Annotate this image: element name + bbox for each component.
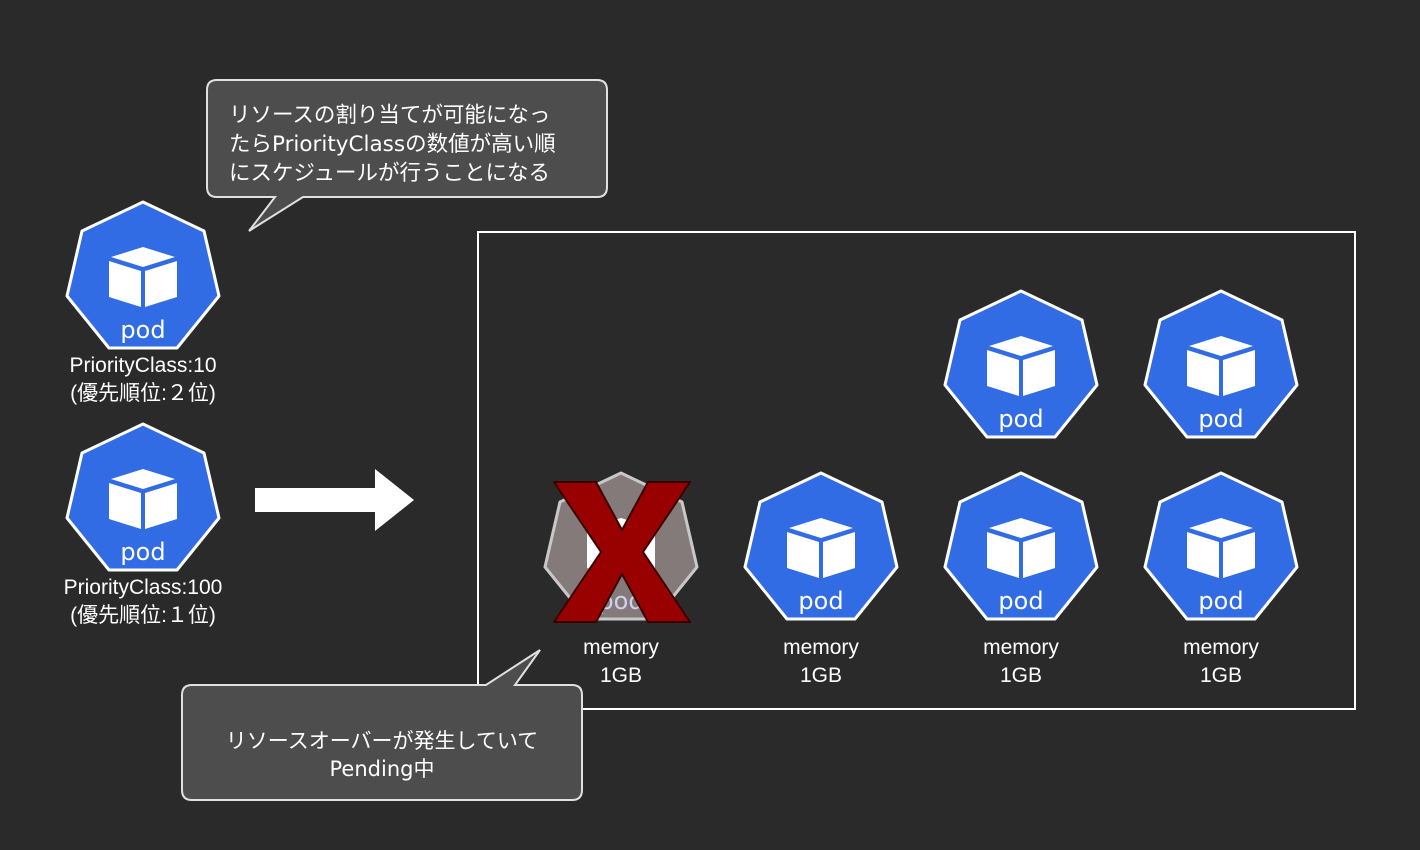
top-note-line-2: たらPriorityClassの数値が高い順: [229, 132, 556, 157]
cube-icon: [787, 518, 855, 578]
pending-speech-bubble: [181, 649, 583, 801]
kubernetes-pod-icon: pod: [65, 200, 221, 350]
pod-icon-label: pod: [1198, 405, 1243, 433]
pod-icon-label: pod: [798, 587, 843, 615]
top-note-line-1: リソースの割り当てが可能になっ: [229, 103, 551, 128]
node-pod-running-2: pod: [940, 470, 1102, 632]
memory-value: 1GB: [799, 664, 843, 687]
pending-note-line-2: Pending中: [329, 757, 435, 781]
cube-icon: [1187, 336, 1255, 396]
node-pod-running-1: pod: [740, 470, 902, 632]
queued-pod-priority-100: pod: [62, 421, 224, 583]
kubernetes-pod-icon: pod: [65, 422, 221, 572]
kubernetes-pod-icon: pod: [743, 471, 899, 621]
memory-value: 1GB: [999, 664, 1043, 687]
kubernetes-pod-icon: pod: [943, 289, 1099, 439]
priority-class-label: PriorityClass:100: [63, 576, 223, 599]
priority-class-label: PriorityClass:10: [69, 354, 217, 377]
priority-rank-label: (優先順位:２位): [70, 382, 216, 405]
memory-value: 1GB: [599, 664, 643, 687]
memory-label: memory: [1183, 636, 1259, 659]
pod-icon-label: pod: [1198, 587, 1243, 615]
pod-icon-label: pod: [998, 587, 1043, 615]
cube-icon: [109, 469, 177, 529]
kubernetes-pod-icon: pod: [1143, 289, 1299, 439]
cube-icon: [1187, 518, 1255, 578]
pending-note-line-1: リソースオーバーが発生していて: [225, 729, 539, 753]
node-box: [477, 231, 1356, 710]
top-speech-bubble: [206, 79, 608, 232]
memory-label: memory: [583, 636, 659, 659]
x-mark-icon: [553, 481, 691, 623]
kubernetes-pod-icon: pod: [943, 471, 1099, 621]
node-pod-top-2: pod: [1140, 288, 1302, 450]
cube-icon: [109, 247, 177, 307]
queued-pod-priority-10: pod: [62, 199, 224, 361]
right-arrow-icon: [255, 469, 414, 531]
memory-label: memory: [783, 636, 859, 659]
node-pod-running-3: pod: [1140, 470, 1302, 632]
memory-value: 1GB: [1199, 664, 1243, 687]
cube-icon: [987, 336, 1055, 396]
priority-rank-label: (優先順位:１位): [70, 604, 216, 627]
cube-icon: [987, 518, 1055, 578]
memory-label: memory: [983, 636, 1059, 659]
pod-icon-label: pod: [120, 538, 165, 566]
pod-icon-label: pod: [998, 405, 1043, 433]
node-pod-top-1: pod: [940, 288, 1102, 450]
kubernetes-pod-icon: pod: [1143, 471, 1299, 621]
pod-icon-label: pod: [120, 316, 165, 344]
top-note-line-3: にスケジュールが行うことになる: [229, 161, 550, 186]
